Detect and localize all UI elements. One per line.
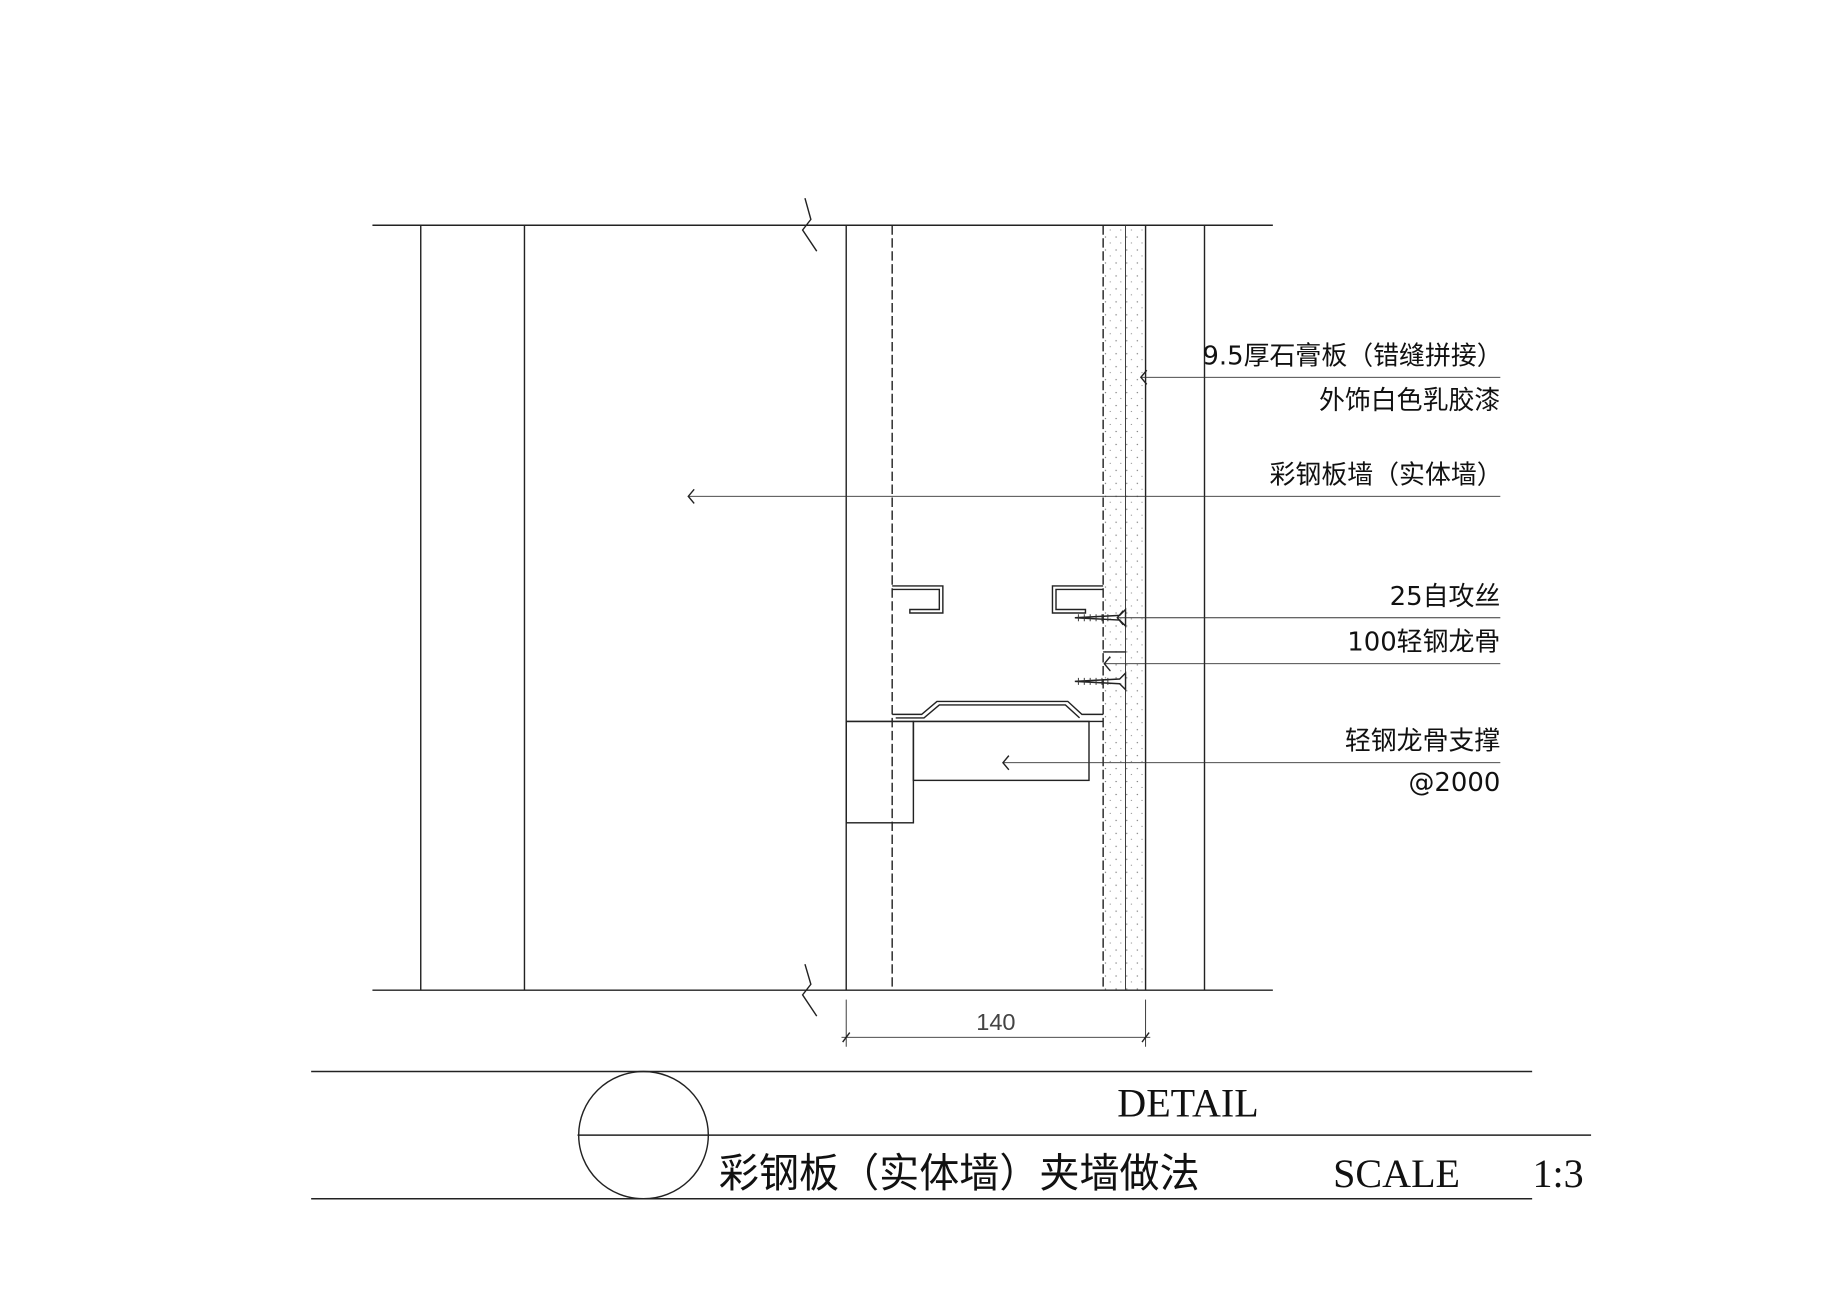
label-screw: 25自攻丝 bbox=[1390, 582, 1501, 612]
label-support-2: @2000 bbox=[1408, 768, 1500, 798]
label-steel-wall: 彩钢板墙（实体墙） bbox=[1270, 460, 1503, 490]
dimension bbox=[841, 999, 1151, 1047]
label-gypsum-2: 外饰白色乳胶漆 bbox=[1319, 386, 1500, 416]
drawing-title: 彩钢板（实体墙）夹墙做法 bbox=[719, 1151, 1200, 1196]
wall-section bbox=[372, 197, 1273, 1017]
title-block bbox=[311, 1070, 1592, 1200]
label-gypsum-1: 9.5厚石膏板（错缝拼接） bbox=[1202, 341, 1502, 371]
scale-value: 1:3 bbox=[1532, 1151, 1583, 1196]
scale-label: SCALE bbox=[1333, 1151, 1460, 1196]
keel-channels bbox=[892, 585, 1126, 719]
dimension-value: 140 bbox=[976, 1009, 1015, 1035]
leaders bbox=[687, 369, 1501, 771]
label-keel: 100轻钢龙骨 bbox=[1347, 628, 1500, 658]
support-bracket bbox=[845, 720, 1104, 824]
label-support-1: 轻钢龙骨支撑 bbox=[1345, 727, 1500, 757]
detail-label: DETAIL bbox=[1117, 1080, 1258, 1125]
